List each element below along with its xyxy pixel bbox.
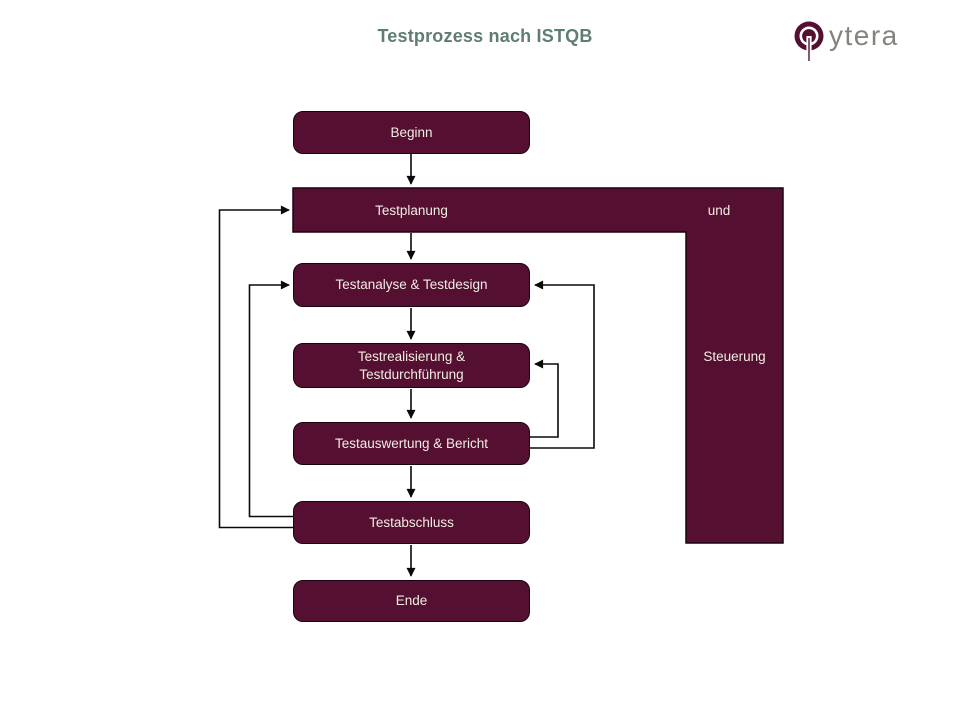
node-testanalyse-testdesign: Testanalyse & Testdesign: [293, 263, 530, 307]
feedback-testabschluss-to-testplanung: [218, 205, 294, 529]
node-testplanung-label: Testplanung: [375, 202, 448, 218]
qytera-logo-text: ytera: [829, 20, 899, 51]
band-label-steuerung: Steuerung: [686, 336, 783, 376]
qytera-logo: ytera: [792, 17, 922, 65]
band-label-und: und: [671, 188, 767, 232]
node-testauswertung-label: Testauswertung & Bericht: [334, 435, 489, 451]
node-testrealisierung-testdurchfuehrung: Testrealisierung & Testdurchführung: [293, 343, 530, 388]
node-testabschluss-label: Testabschluss: [369, 514, 454, 530]
node-testrealisierung-label: Testrealisierung & Testdurchführung: [358, 348, 465, 383]
node-beginn-label: Beginn: [390, 124, 433, 140]
band-und-text: und: [707, 202, 731, 218]
node-testauswertung-bericht: Testauswertung & Bericht: [293, 422, 530, 465]
node-ende-label: Ende: [395, 593, 428, 609]
node-ende: Ende: [293, 580, 530, 622]
band-steuerung-text: Steuerung: [703, 348, 766, 364]
node-testrealisierung-label-line1: Testrealisierung &: [357, 348, 466, 364]
qytera-q-icon: [794, 21, 824, 61]
node-testabschluss: Testabschluss: [293, 501, 530, 544]
feedback-testauswertung-to-testanalyse: [530, 280, 595, 449]
testplanung-steuerung-band: [292, 187, 784, 544]
node-testrealisierung-label-line2: Testdurchführung: [359, 366, 464, 382]
node-testanalyse-label: Testanalyse & Testdesign: [335, 277, 488, 293]
node-testplanung: Testplanung: [293, 188, 530, 232]
feedback-testauswertung-to-testrealisierung: [530, 359, 559, 438]
diagram-title: Testprozess nach ISTQB: [377, 26, 593, 46]
feedback-testabschluss-to-testanalyse: [248, 280, 294, 518]
node-beginn: Beginn: [293, 111, 530, 154]
